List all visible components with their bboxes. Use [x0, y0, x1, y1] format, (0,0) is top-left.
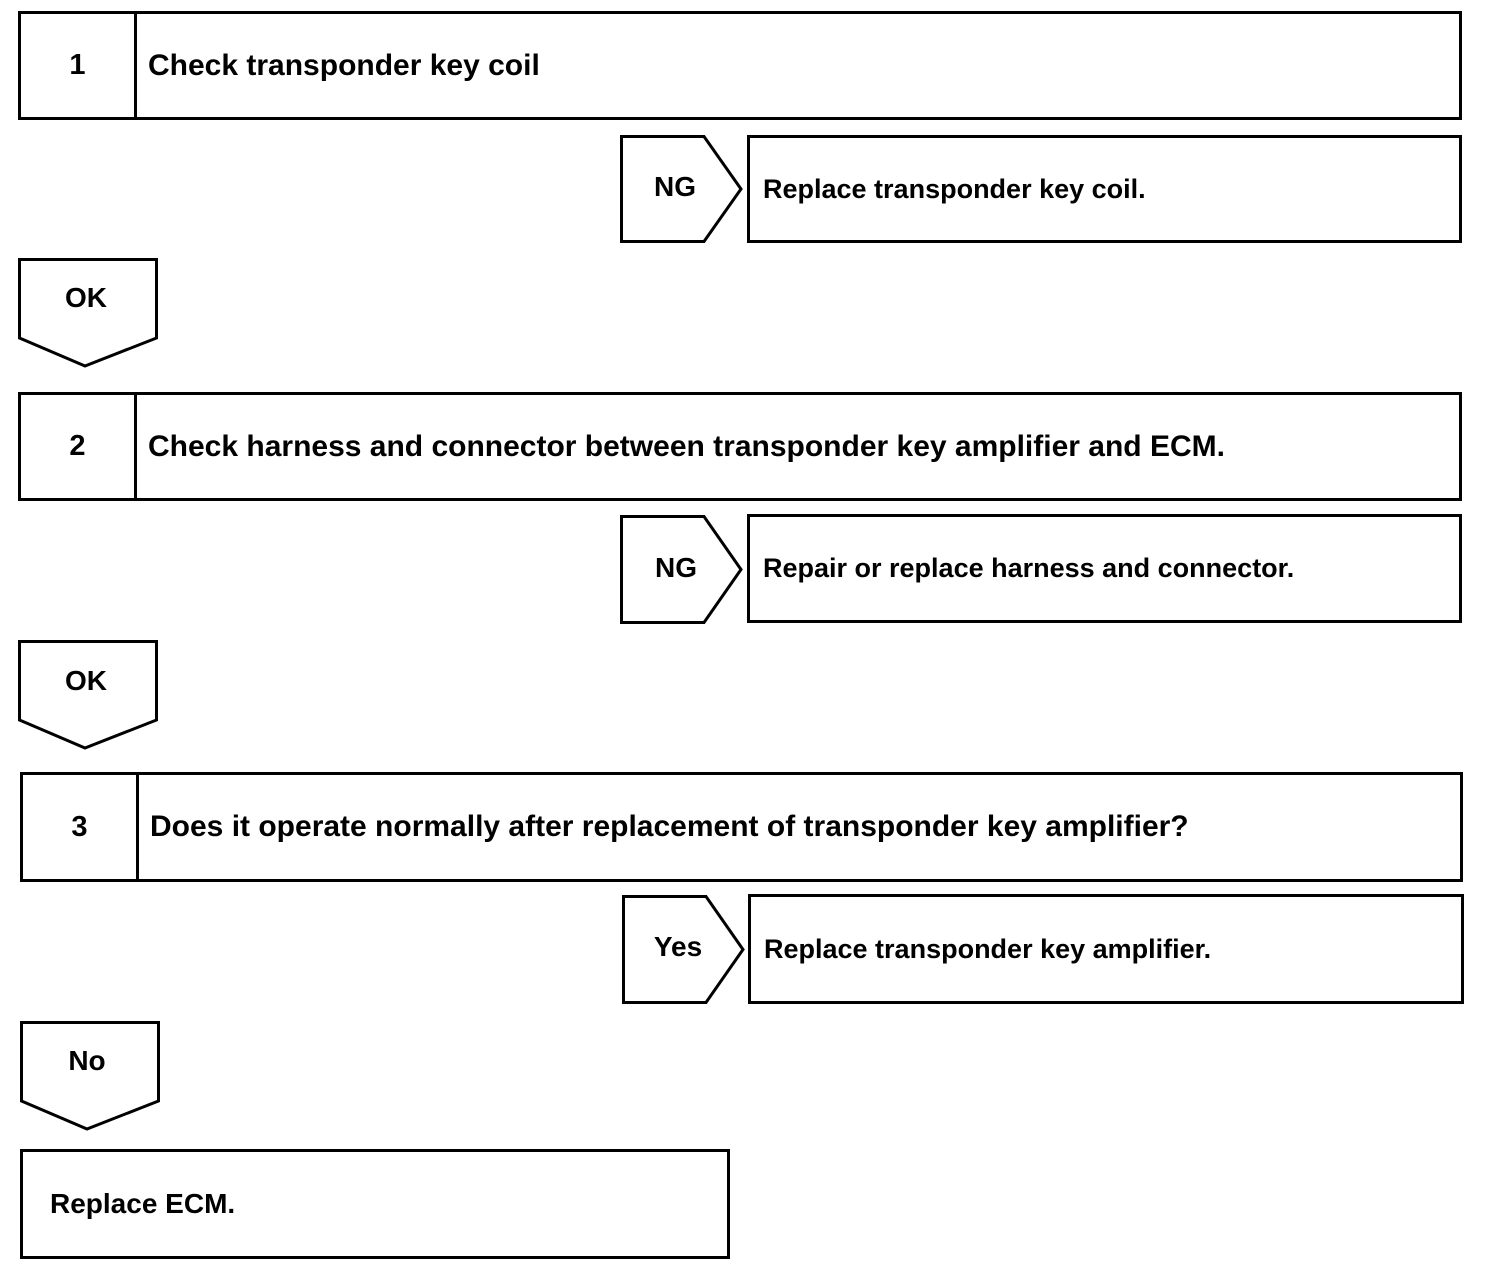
branch-3-tag: Yes: [622, 895, 746, 1004]
branch-1-result: Replace transponder key coil.: [747, 135, 1462, 243]
branch-2-label: NG: [655, 552, 697, 583]
continue-3-tag: No: [20, 1021, 160, 1131]
down-pentagon-arrow-icon: [20, 1021, 160, 1131]
right-pentagon-arrow-icon: [620, 135, 743, 243]
branch-2-result: Repair or replace harness and connector.: [747, 514, 1462, 623]
step-3-number: 3: [23, 775, 139, 879]
step-2-box: 2 Check harness and connector between tr…: [18, 392, 1462, 501]
down-pentagon-arrow-icon: [18, 258, 158, 368]
branch-3-label: Yes: [653, 931, 703, 962]
step-1-text: Check transponder key coil: [148, 48, 540, 82]
branch-2-tag: NG: [620, 515, 744, 624]
step-3-box: 3 Does it operate normally after replace…: [20, 772, 1463, 882]
step-2-number: 2: [21, 395, 137, 498]
step-2-text: Check harness and connector between tran…: [148, 429, 1225, 463]
step-1-box: 1 Check transponder key coil: [18, 11, 1462, 120]
step-3-text: Does it operate normally after replaceme…: [150, 810, 1189, 843]
down-pentagon-arrow-icon: [18, 640, 158, 750]
continue-2-tag: OK: [18, 640, 158, 750]
continue-1-label: OK: [65, 282, 107, 313]
right-pentagon-arrow-icon: [622, 895, 745, 1004]
branch-1-label: NG: [654, 171, 696, 202]
branch-1-tag: NG: [620, 135, 744, 243]
continue-3-label: No: [68, 1045, 106, 1076]
branch-3-result: Replace transponder key amplifier.: [748, 894, 1464, 1004]
continue-2-label: OK: [65, 665, 107, 696]
right-pentagon-arrow-icon: [620, 515, 743, 624]
final-action-box: Replace ECM.: [20, 1149, 730, 1259]
continue-1-tag: OK: [18, 258, 158, 368]
step-1-number: 1: [21, 14, 137, 117]
